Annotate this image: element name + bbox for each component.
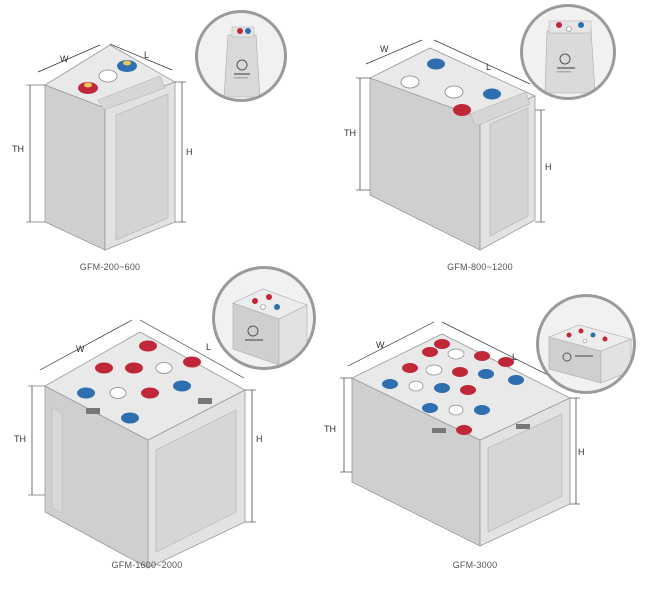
label-th: TH	[12, 144, 24, 154]
battery-drawing: W L TH H	[14, 319, 263, 569]
positive-terminal	[460, 385, 476, 395]
terminal-strap	[516, 424, 530, 429]
case-lid	[368, 47, 537, 119]
vent-cap	[448, 404, 464, 416]
positive-terminal	[474, 351, 490, 361]
terminal-strap	[198, 398, 212, 404]
dimension-line-w	[347, 321, 435, 367]
dimension-line-l	[139, 319, 245, 379]
vent-cap	[444, 85, 464, 99]
case-front	[44, 84, 106, 251]
vent-cap	[408, 380, 424, 392]
negative-terminal	[483, 88, 501, 100]
positive-terminal	[456, 425, 472, 435]
dimension-line-w	[37, 44, 101, 73]
negative-terminal	[508, 375, 524, 385]
label-w: W	[380, 44, 389, 54]
positive-terminal	[183, 356, 201, 368]
terminal-bolt	[123, 60, 131, 66]
label-h: H	[578, 447, 585, 457]
product-photo-inset	[212, 266, 316, 370]
brand-logo-icon	[562, 352, 572, 362]
battery-drawing: W L TH H	[344, 39, 552, 251]
product-photo	[544, 20, 596, 94]
case-rib	[51, 407, 63, 514]
dimension-line-w	[39, 319, 133, 371]
dimension-line-l	[433, 39, 531, 85]
positive-terminal	[125, 362, 143, 374]
positive-terminal	[422, 347, 438, 357]
positive-terminal	[452, 367, 468, 377]
vent-cap	[109, 387, 127, 399]
negative-terminal	[427, 58, 445, 70]
label-w: W	[76, 344, 85, 354]
battery-drawing: W L TH H	[12, 43, 193, 251]
vent-cap	[425, 364, 443, 376]
label-l: L	[144, 50, 149, 60]
model-caption: GFM-200~600	[79, 262, 141, 272]
positive-terminal	[498, 357, 514, 367]
product-photo	[232, 288, 308, 366]
positive-terminal	[434, 339, 450, 349]
label-h: H	[186, 147, 193, 157]
terminal-strap	[86, 408, 100, 414]
brand-logo-icon	[559, 53, 571, 65]
negative-terminal	[474, 405, 490, 415]
label-w: W	[376, 340, 385, 350]
positive-terminal	[78, 82, 98, 94]
model-caption: GFM-3000	[452, 560, 498, 570]
positive-terminal	[95, 362, 113, 374]
vent-cap	[447, 348, 465, 360]
label-h: H	[545, 162, 552, 172]
label-th: TH	[324, 424, 336, 434]
label-w: W	[60, 54, 69, 64]
label-l: L	[206, 342, 211, 352]
product-photo-inset	[520, 4, 616, 100]
brand-logo-icon	[236, 59, 248, 71]
battery-diagram-gfm-200-600: W L TH H GFM-200~600	[0, 0, 330, 290]
negative-terminal	[434, 383, 450, 393]
terminal-bolt	[84, 82, 92, 88]
positive-terminal	[141, 387, 159, 399]
battery-diagram-gfm-3000: W L TH H GFM-3000	[324, 290, 657, 590]
battery-drawing: W L TH H	[324, 321, 585, 547]
label-l: L	[512, 352, 517, 362]
positive-terminal	[402, 363, 418, 373]
lid-ridge	[469, 91, 531, 127]
case-recess	[155, 409, 237, 553]
vent-cap	[155, 362, 173, 374]
case-recess	[487, 413, 563, 533]
label-l: L	[486, 62, 491, 72]
positive-terminal	[453, 104, 471, 116]
brand-logo-icon	[247, 325, 259, 337]
dimension-line-w	[365, 39, 423, 65]
label-h: H	[256, 434, 263, 444]
vent-cap	[98, 69, 118, 83]
battery-diagram-gfm-1600-2000: W L TH H GFM-1600~2000	[0, 266, 330, 590]
model-caption: GFM-1600~2000	[111, 560, 183, 570]
case-recess	[115, 93, 169, 241]
label-th: TH	[344, 128, 356, 138]
product-photo-inset	[195, 10, 287, 102]
terminal-strap	[432, 428, 446, 433]
positive-terminal	[139, 340, 157, 352]
battery-diagram-gfm-800-1200: W L TH H GFM-800~1200	[330, 0, 657, 290]
negative-terminal	[121, 412, 139, 424]
vent-cap	[400, 75, 420, 89]
negative-terminal	[173, 380, 191, 392]
negative-terminal	[478, 369, 494, 379]
model-caption: GFM-800~1200	[447, 262, 513, 272]
product-photo	[223, 26, 261, 98]
negative-terminal	[422, 403, 438, 413]
dimension-line-l	[109, 43, 173, 71]
product-photo-inset	[536, 294, 636, 394]
case-recess	[489, 107, 529, 237]
negative-terminal	[382, 379, 398, 389]
negative-terminal	[77, 387, 95, 399]
product-photo	[548, 324, 632, 384]
label-th: TH	[14, 434, 26, 444]
negative-terminal	[117, 60, 137, 72]
lid-ridge	[97, 75, 166, 111]
